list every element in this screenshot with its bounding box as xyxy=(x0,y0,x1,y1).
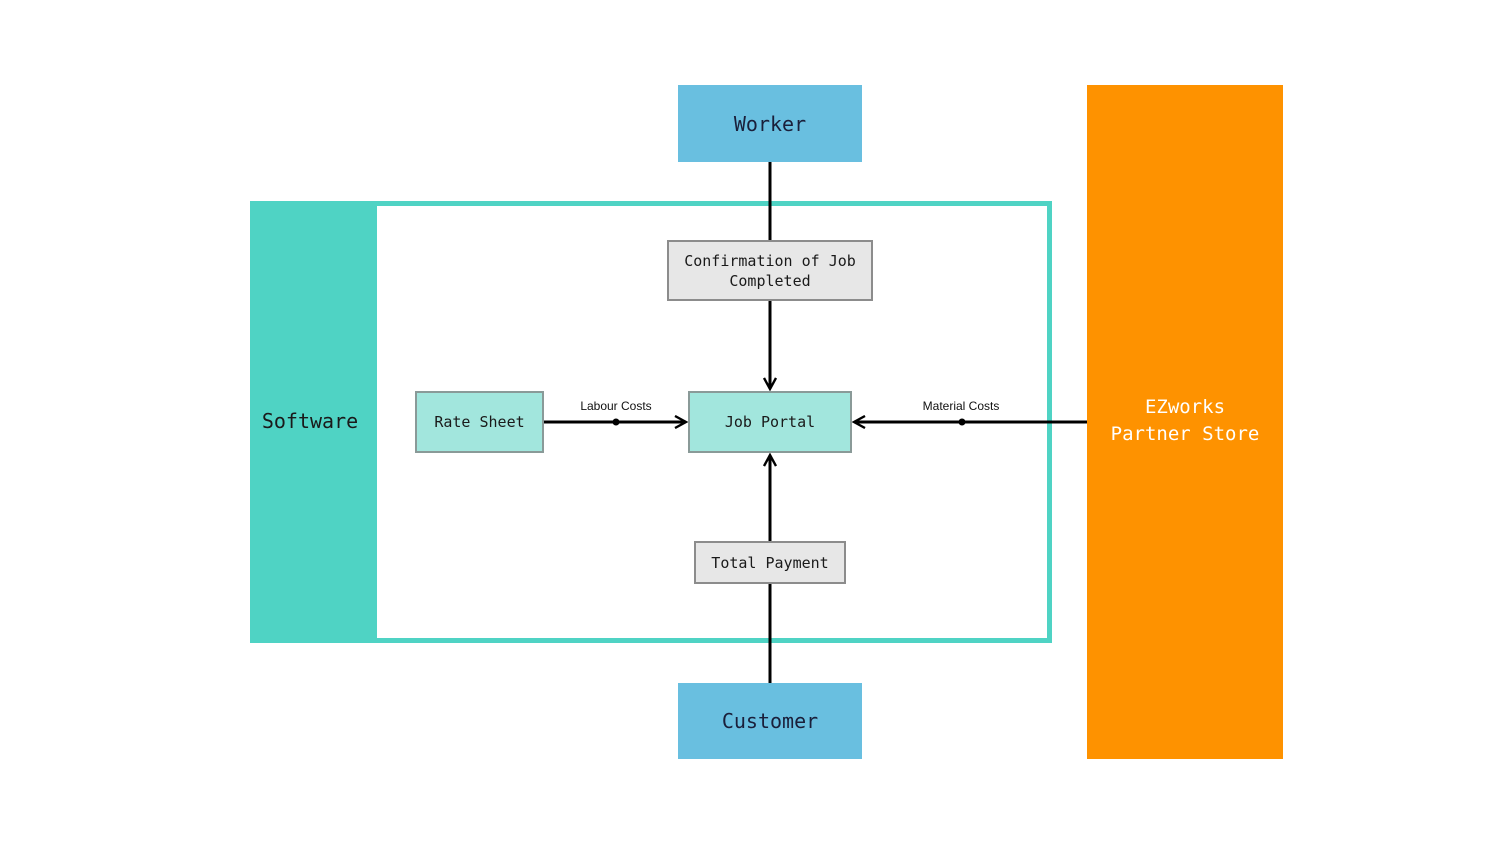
material-costs-label: Material Costs xyxy=(922,399,1000,413)
total-payment-node: Total Payment xyxy=(694,541,846,584)
partner-store-label: EZworks Partner Store xyxy=(1087,394,1283,448)
material-costs-dot xyxy=(958,418,966,426)
partner-store-name: EZworks xyxy=(1144,396,1226,418)
customer-node: Customer xyxy=(678,683,862,759)
worker-node: Worker xyxy=(678,85,862,162)
software-band xyxy=(250,201,377,643)
rate-sheet-node: Rate Sheet xyxy=(415,391,544,453)
partner-store-box xyxy=(1087,85,1283,759)
labour-costs-label: Labour Costs xyxy=(580,399,652,413)
job-portal-node: Job Portal xyxy=(688,391,852,453)
confirmation-line-2: Completed xyxy=(729,271,811,290)
software-label: Software xyxy=(261,409,359,433)
confirmation-of-job-node: Confirmation of Job Completed xyxy=(667,240,873,301)
labour-costs-dot xyxy=(612,418,620,426)
confirmation-line-1: Confirmation of Job xyxy=(684,251,856,270)
partner-store-subtitle: Partner Store xyxy=(1110,423,1260,445)
